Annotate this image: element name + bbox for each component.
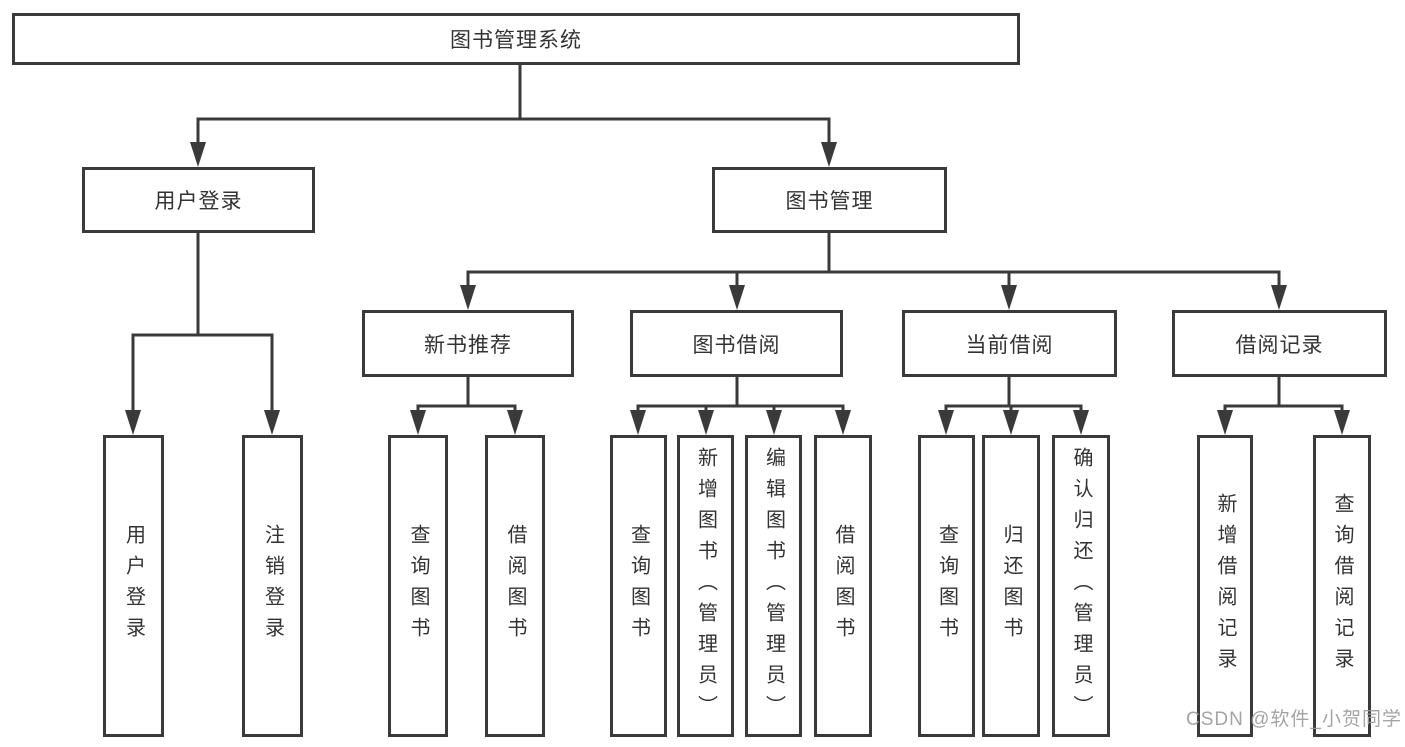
leaf-confirm-return-admin: 确认归还（管理员） [1052,435,1110,737]
leaf-add-books-admin: 新增图书（管理员） [677,435,734,737]
leaf-borrow-books: 借阅图书 [814,435,872,737]
leaf-return-books: 归还图书 [982,435,1040,737]
leaf-query-books-recommend: 查询图书 [388,435,448,737]
arrowheads [125,142,1350,435]
leaf-logout: 注销登录 [242,435,303,737]
leaf-query-borrow-record: 查询借阅记录 [1313,435,1371,737]
node-user-login: 用户登录 [82,167,315,233]
node-borrow-records: 借阅记录 [1172,310,1387,377]
leaf-query-books-borrow: 查询图书 [610,435,667,737]
leaf-edit-books-admin: 编辑图书（管理员） [745,435,802,737]
csdn-watermark: CSDN @软件_小贺同学 [1186,709,1402,730]
node-new-book-recommend: 新书推荐 [362,310,574,377]
node-book-management: 图书管理 [712,167,947,233]
leaf-borrow-books-recommend: 借阅图书 [485,435,545,737]
node-library-system: 图书管理系统 [12,13,1020,65]
leaf-add-borrow-record: 新增借阅记录 [1197,435,1253,737]
leaf-query-books-current: 查询图书 [918,435,975,737]
leaf-user-login: 用户登录 [103,435,164,737]
node-book-borrow: 图书借阅 [630,310,843,377]
node-current-borrow: 当前借阅 [902,310,1117,377]
